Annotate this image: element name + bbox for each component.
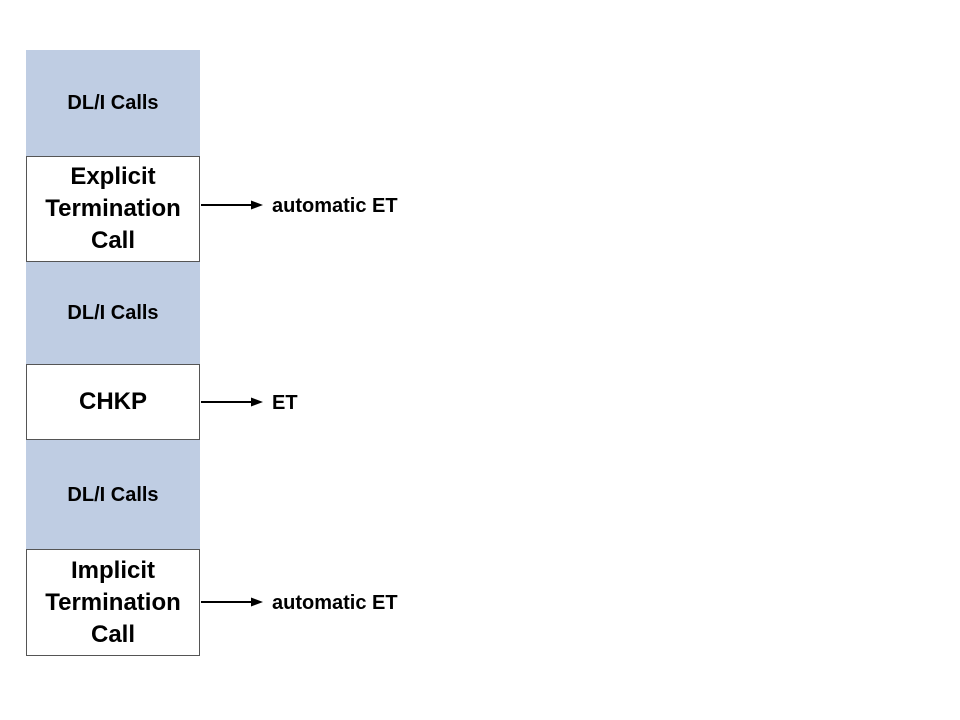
dli-calls-label-2: DL/I Calls (67, 302, 159, 324)
arrow-right-icon (201, 200, 263, 210)
dli-calls-block-3: DL/I Calls (26, 440, 200, 550)
chkp-block: CHKP (26, 364, 200, 440)
dli-calls-block-1: DL/I Calls (26, 50, 200, 157)
explicit-termination-call-block: Explicit Termination Call (26, 156, 200, 262)
dli-calls-block-2: DL/I Calls (26, 262, 200, 365)
chkp-result-label: ET (272, 392, 298, 414)
implicit-result-label: automatic ET (272, 592, 398, 614)
dli-calls-label-3: DL/I Calls (67, 483, 159, 506)
arrow-right-icon (201, 397, 263, 407)
implicit-termination-call-block: Implicit Termination Call (26, 549, 200, 656)
arrow-right-icon (201, 597, 263, 607)
implicit-termination-call-label: Implicit Termination Call (45, 556, 181, 648)
explicit-termination-call-label: Explicit Termination Call (45, 163, 181, 254)
explicit-result-label: automatic ET (272, 195, 398, 217)
chkp-label: CHKP (78, 388, 147, 415)
dli-calls-label-1: DL/I Calls (67, 92, 159, 114)
